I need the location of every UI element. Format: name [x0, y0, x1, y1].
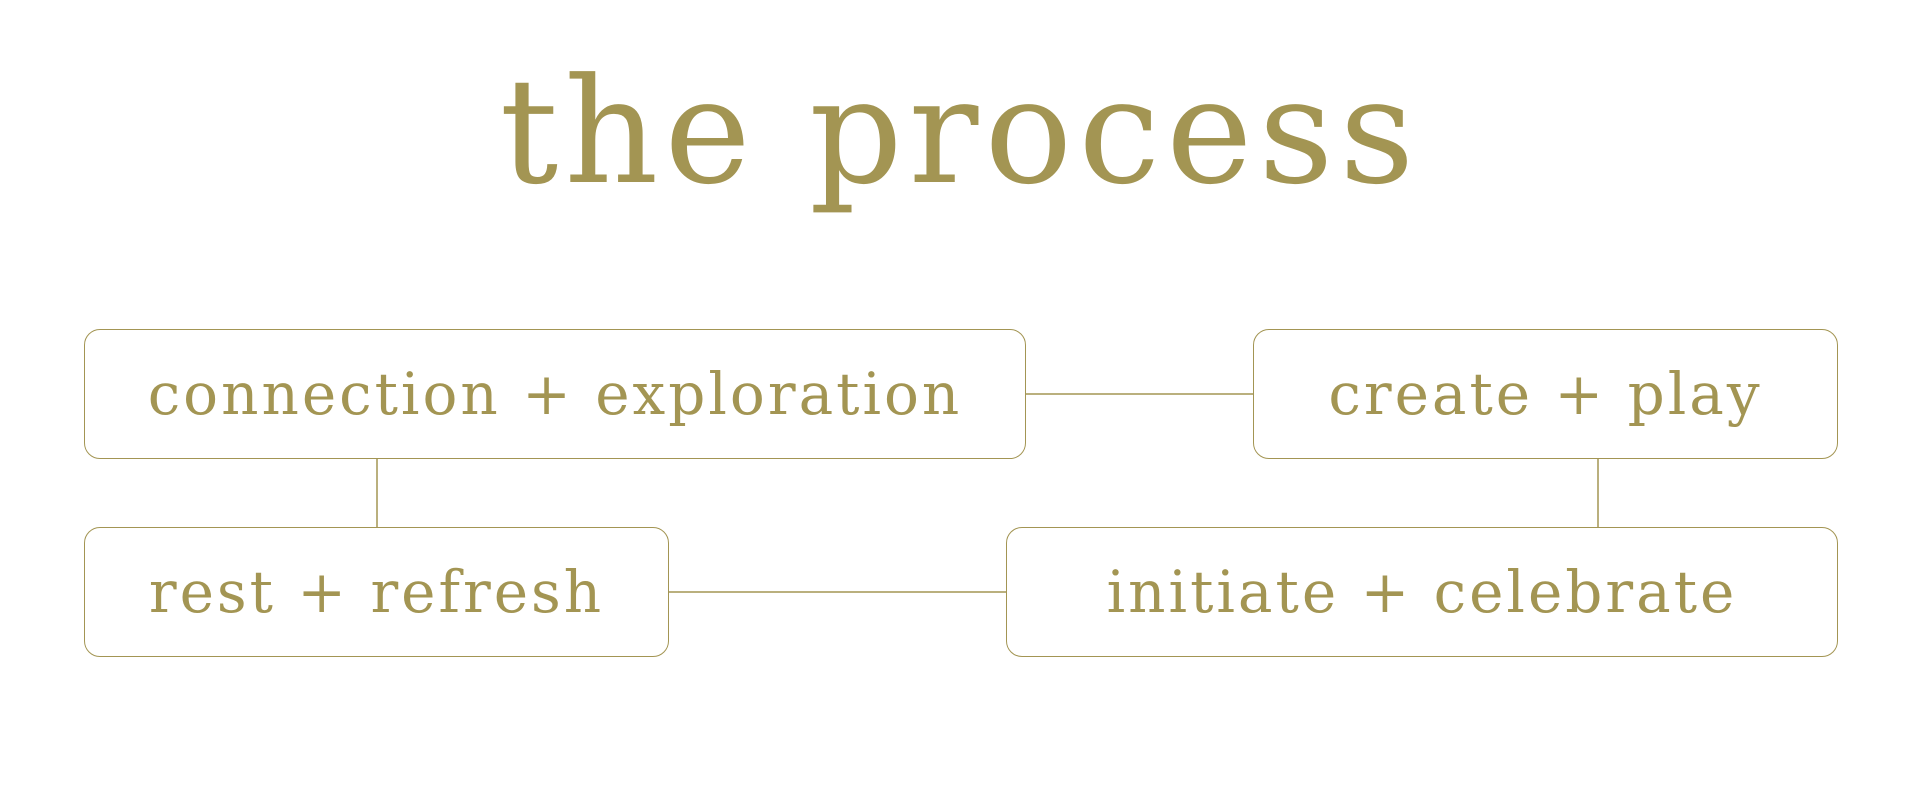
node-label: create + play — [1328, 360, 1763, 428]
node-initiate-celebrate: initiate + celebrate — [1006, 527, 1838, 657]
node-rest-refresh: rest + refresh — [84, 527, 669, 657]
node-label: rest + refresh — [148, 558, 605, 626]
node-create-play: create + play — [1253, 329, 1838, 459]
node-connection-exploration: connection + exploration — [84, 329, 1026, 459]
node-label: connection + exploration — [147, 360, 963, 428]
page-title: the process — [499, 47, 1421, 217]
node-label: initiate + celebrate — [1106, 558, 1738, 626]
